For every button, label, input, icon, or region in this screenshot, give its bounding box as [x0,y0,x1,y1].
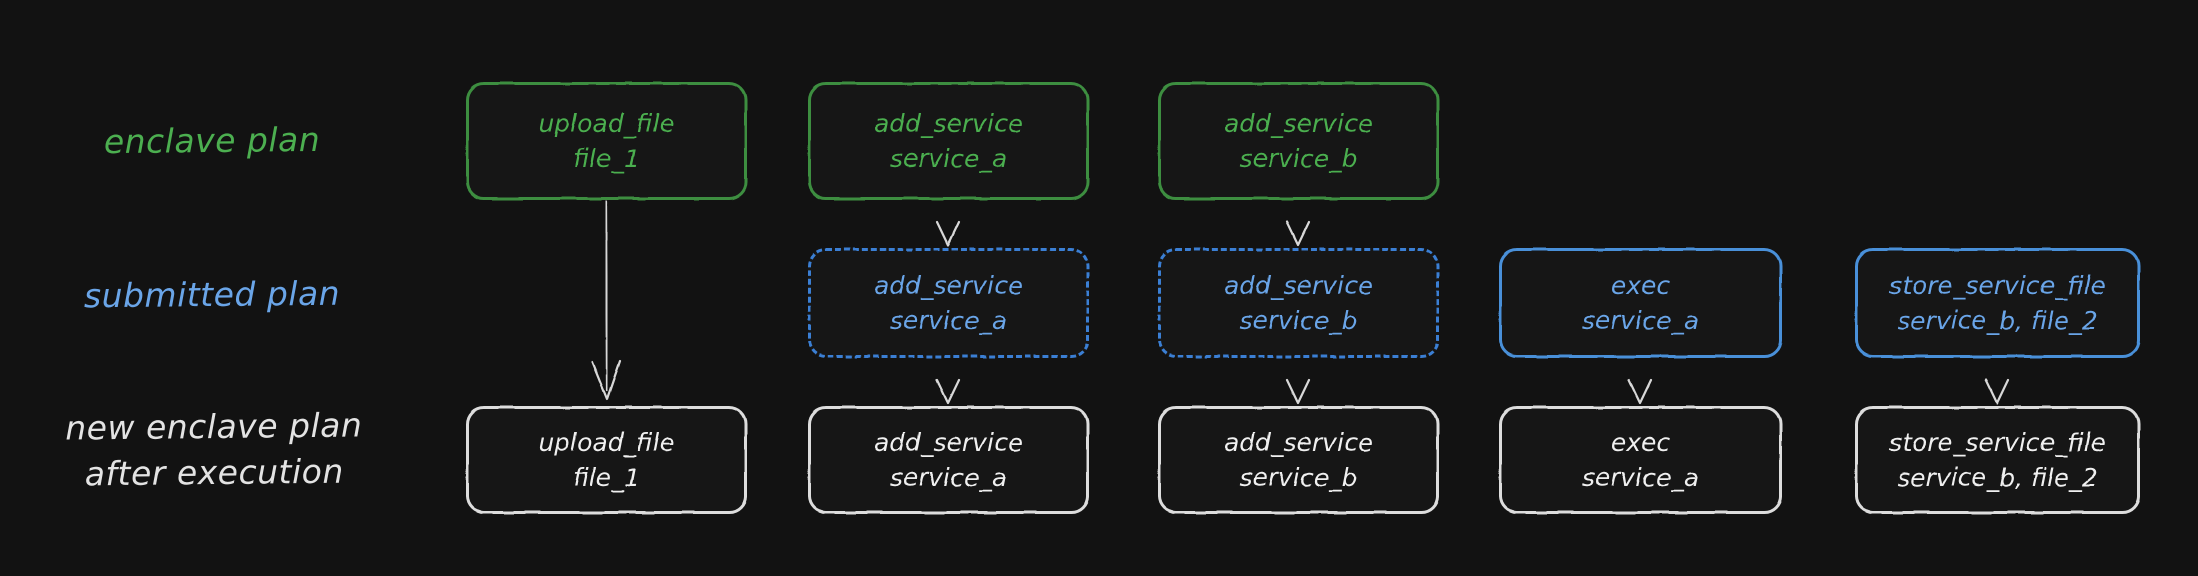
node-line-2: service_b, file_2 [1897,463,2098,492]
row-label-enclave-plan: enclave plan [103,119,321,162]
node-new-exec[interactable]: exec service_a [1499,406,1782,514]
node-submitted-add-service-a[interactable]: add_service service_a [808,248,1089,358]
node-new-upload-file[interactable]: upload_file file_1 [466,406,747,514]
node-line-2: service_a [1581,306,1700,335]
node-line-1: store_service_file [1889,270,2106,300]
node-line-1: add_service [873,270,1024,300]
node-new-add-service-b[interactable]: add_service service_b [1158,406,1439,514]
row-label-new-enclave-plan: new enclave plan after execution [65,405,363,493]
node-line-1: exec [1610,427,1671,457]
node-new-store-service-file[interactable]: store_service_file service_b, file_2 [1855,406,2140,514]
row-label-submitted-plan: submitted plan [83,273,341,316]
node-line-1: add_service [873,427,1024,457]
node-new-add-service-a[interactable]: add_service service_a [808,406,1089,514]
node-enclave-add-service-b[interactable]: add_service service_b [1158,82,1439,200]
node-line-1: exec [1610,270,1671,300]
node-line-1: upload_file [538,427,675,457]
node-line-2: service_a [889,144,1008,173]
node-line-2: service_b [1239,463,1358,492]
node-enclave-upload-file[interactable]: upload_file file_1 [466,82,747,200]
node-line-2: file_1 [573,144,640,173]
node-submitted-exec[interactable]: exec service_a [1499,248,1782,358]
node-line-2: service_a [889,306,1008,335]
node-line-1: add_service [1223,270,1374,300]
node-enclave-add-service-a[interactable]: add_service service_a [808,82,1089,200]
node-line-2: service_b [1239,306,1358,335]
node-line-1: upload_file [538,108,675,138]
node-line-2: service_a [1581,463,1700,492]
node-line-2: service_b, file_2 [1897,306,2098,335]
node-line-2: service_a [889,463,1008,492]
node-submitted-add-service-b[interactable]: add_service service_b [1158,248,1439,358]
node-line-1: add_service [873,108,1024,138]
node-submitted-store-service-file[interactable]: store_service_file service_b, file_2 [1855,248,2140,358]
node-line-1: store_service_file [1889,427,2106,457]
node-line-2: file_1 [573,463,640,492]
node-line-1: add_service [1223,427,1374,457]
node-line-2: service_b [1239,144,1358,173]
node-line-1: add_service [1223,108,1374,138]
